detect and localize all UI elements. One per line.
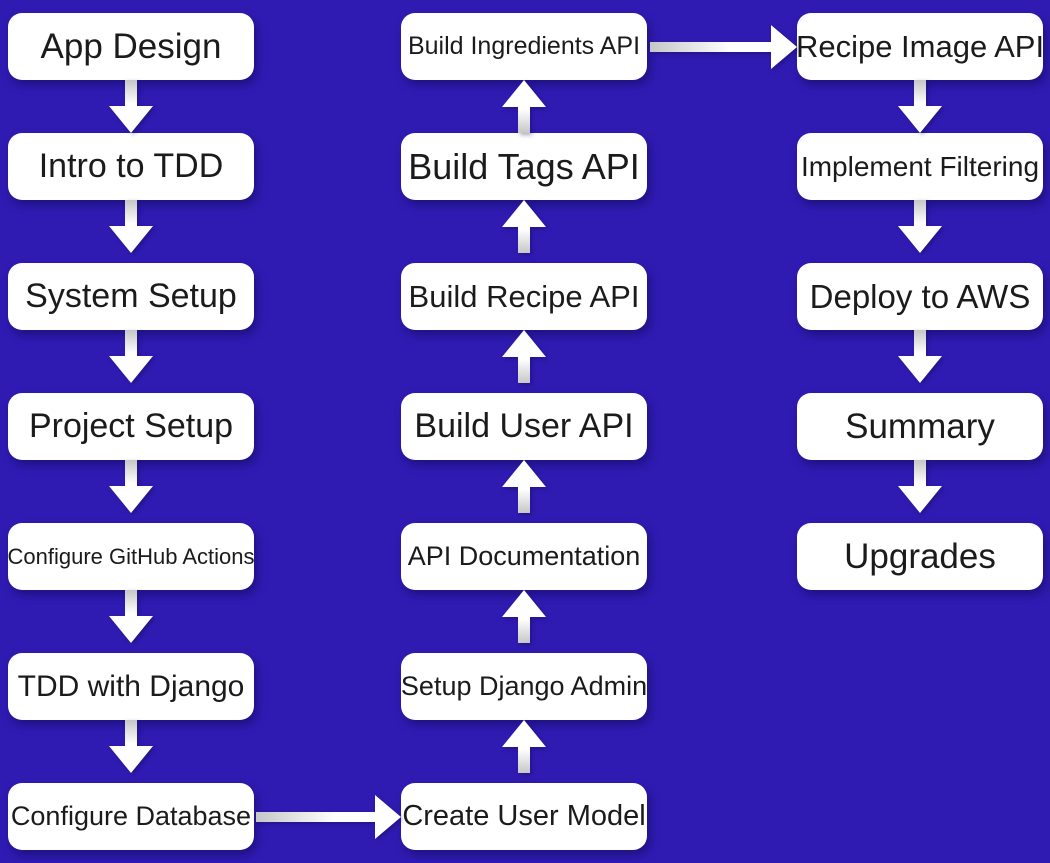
arrow-right-icon: [256, 795, 401, 839]
arrow-down-icon: [898, 200, 942, 253]
node-setup-django-admin: Setup Django Admin: [401, 653, 647, 720]
node-configure-database: Configure Database: [8, 783, 254, 850]
arrow-down-icon: [109, 200, 153, 253]
arrow-down-icon: [109, 460, 153, 513]
node-system-setup: System Setup: [8, 263, 254, 330]
node-build-user-api: Build User API: [401, 393, 647, 460]
node-summary: Summary: [797, 393, 1043, 460]
node-implement-filtering: Implement Filtering: [797, 133, 1043, 200]
arrow-down-icon: [898, 330, 942, 383]
node-build-recipe-api: Build Recipe API: [401, 263, 647, 330]
arrow-up-icon: [502, 590, 546, 643]
node-create-user-model: Create User Model: [401, 783, 647, 850]
node-build-ingredients-api: Build Ingredients API: [401, 13, 647, 80]
arrow-down-icon: [898, 80, 942, 133]
arrow-right-icon: [650, 25, 797, 69]
arrow-up-icon: [502, 200, 546, 253]
node-project-setup: Project Setup: [8, 393, 254, 460]
arrow-down-icon: [109, 80, 153, 133]
node-intro-to-tdd: Intro to TDD: [8, 133, 254, 200]
node-deploy-to-aws: Deploy to AWS: [797, 263, 1043, 330]
node-app-design: App Design: [8, 13, 254, 80]
arrow-up-icon: [502, 80, 546, 133]
arrow-down-icon: [109, 590, 153, 643]
arrow-down-icon: [109, 330, 153, 383]
arrow-down-icon: [109, 720, 153, 773]
arrow-up-icon: [502, 460, 546, 513]
arrow-down-icon: [898, 460, 942, 513]
node-upgrades: Upgrades: [797, 523, 1043, 590]
node-configure-github-actions: Configure GitHub Actions: [7, 523, 255, 590]
arrow-up-icon: [502, 720, 546, 773]
node-api-documentation: API Documentation: [401, 523, 647, 590]
node-tdd-with-django: TDD with Django: [8, 653, 254, 720]
arrow-up-icon: [502, 330, 546, 383]
node-recipe-image-api: Recipe Image API: [796, 13, 1044, 80]
node-build-tags-api: Build Tags API: [401, 133, 647, 200]
